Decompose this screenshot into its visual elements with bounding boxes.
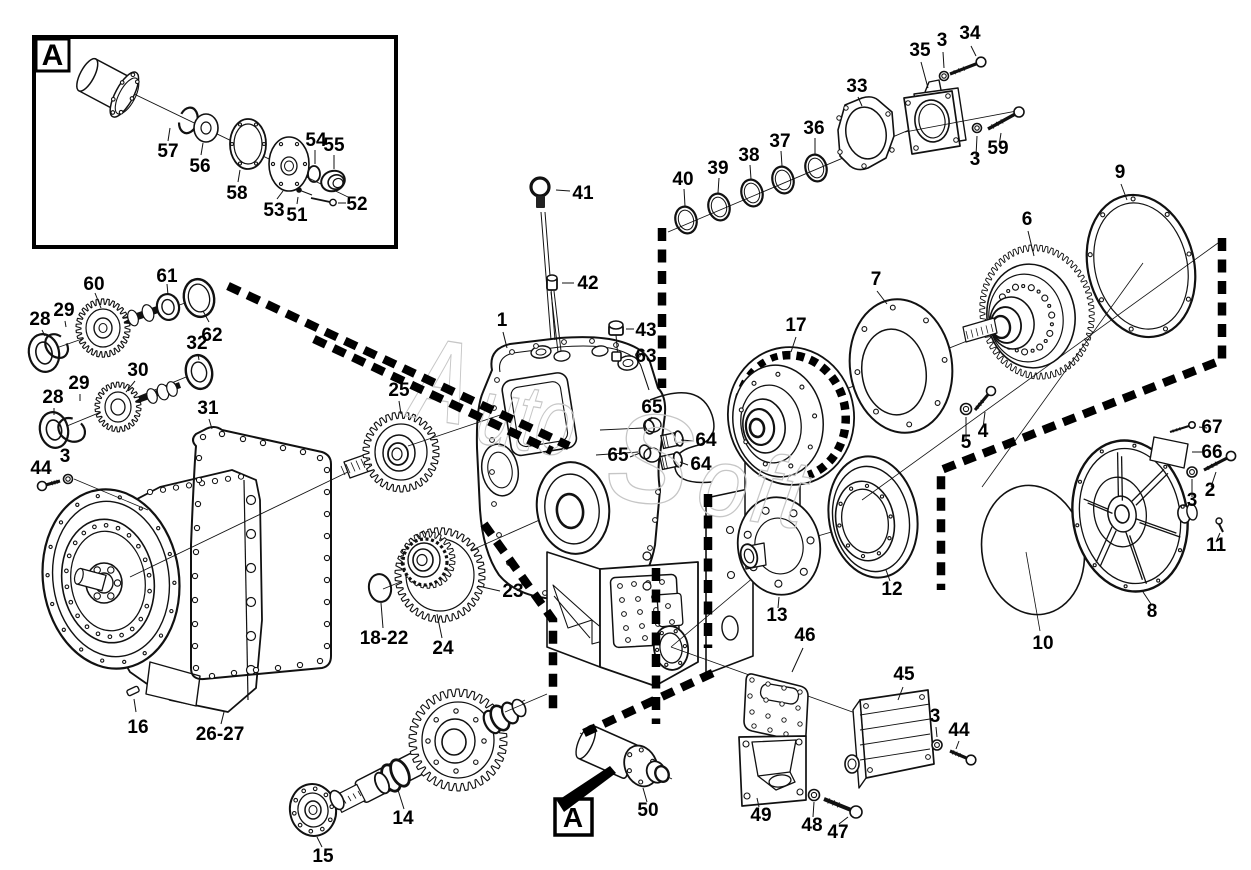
svg-text:37: 37 bbox=[769, 131, 790, 152]
svg-text:15: 15 bbox=[312, 846, 334, 867]
svg-text:18-22: 18-22 bbox=[360, 628, 409, 649]
svg-text:A: A bbox=[563, 802, 583, 833]
svg-text:33: 33 bbox=[846, 76, 867, 97]
svg-text:31: 31 bbox=[197, 398, 219, 419]
svg-text:4: 4 bbox=[978, 421, 989, 442]
svg-text:3: 3 bbox=[970, 149, 981, 170]
svg-text:39: 39 bbox=[707, 158, 728, 179]
svg-text:6: 6 bbox=[1022, 209, 1033, 230]
svg-text:32: 32 bbox=[186, 333, 207, 354]
svg-text:42: 42 bbox=[577, 273, 598, 294]
svg-text:3: 3 bbox=[937, 30, 948, 51]
svg-text:28: 28 bbox=[29, 309, 50, 330]
svg-text:36: 36 bbox=[803, 118, 824, 139]
svg-text:8: 8 bbox=[1147, 601, 1158, 622]
svg-text:50: 50 bbox=[637, 800, 658, 821]
svg-text:11: 11 bbox=[1206, 535, 1227, 556]
svg-text:62: 62 bbox=[201, 325, 222, 346]
svg-text:48: 48 bbox=[801, 815, 822, 836]
svg-text:26-27: 26-27 bbox=[196, 724, 245, 745]
svg-text:43: 43 bbox=[635, 320, 656, 341]
svg-text:41: 41 bbox=[572, 183, 594, 204]
svg-text:25: 25 bbox=[388, 380, 410, 401]
svg-text:54: 54 bbox=[305, 130, 327, 151]
svg-text:65: 65 bbox=[641, 397, 663, 418]
svg-text:58: 58 bbox=[226, 183, 247, 204]
svg-text:5: 5 bbox=[961, 432, 972, 453]
svg-text:49: 49 bbox=[750, 805, 771, 826]
svg-text:44: 44 bbox=[30, 458, 52, 479]
svg-text:66: 66 bbox=[1201, 442, 1222, 463]
svg-text:38: 38 bbox=[738, 145, 759, 166]
svg-text:1: 1 bbox=[497, 310, 508, 331]
svg-text:44: 44 bbox=[948, 720, 970, 741]
svg-text:14: 14 bbox=[392, 808, 414, 829]
svg-text:65: 65 bbox=[607, 445, 629, 466]
svg-text:53: 53 bbox=[263, 200, 284, 221]
svg-text:45: 45 bbox=[893, 664, 915, 685]
svg-text:51: 51 bbox=[286, 205, 308, 226]
svg-text:52: 52 bbox=[346, 194, 367, 215]
svg-text:oft: oft bbox=[691, 425, 818, 550]
svg-text:40: 40 bbox=[672, 169, 693, 190]
svg-text:29: 29 bbox=[53, 300, 74, 321]
svg-text:uto: uto bbox=[471, 357, 584, 478]
svg-text:60: 60 bbox=[83, 274, 104, 295]
svg-text:2: 2 bbox=[1205, 480, 1216, 501]
svg-text:3: 3 bbox=[60, 446, 71, 467]
svg-text:17: 17 bbox=[785, 315, 806, 336]
svg-text:63: 63 bbox=[635, 346, 656, 367]
svg-text:3: 3 bbox=[1187, 490, 1198, 511]
svg-text:23: 23 bbox=[502, 581, 523, 602]
svg-text:61: 61 bbox=[156, 266, 178, 287]
svg-text:57: 57 bbox=[157, 141, 178, 162]
svg-text:A: A bbox=[42, 39, 64, 72]
svg-text:12: 12 bbox=[881, 579, 902, 600]
svg-text:59: 59 bbox=[987, 138, 1008, 159]
svg-text:9: 9 bbox=[1115, 162, 1126, 183]
svg-text:24: 24 bbox=[432, 638, 454, 659]
svg-text:64: 64 bbox=[695, 430, 717, 451]
svg-text:35: 35 bbox=[909, 40, 931, 61]
svg-text:7: 7 bbox=[871, 269, 882, 290]
svg-text:16: 16 bbox=[127, 717, 148, 738]
svg-text:13: 13 bbox=[766, 605, 787, 626]
svg-text:67: 67 bbox=[1201, 417, 1222, 438]
svg-text:29: 29 bbox=[68, 373, 89, 394]
svg-text:56: 56 bbox=[189, 156, 210, 177]
svg-text:55: 55 bbox=[323, 135, 345, 156]
svg-text:30: 30 bbox=[127, 360, 148, 381]
svg-text:3: 3 bbox=[930, 706, 941, 727]
svg-text:47: 47 bbox=[827, 822, 848, 843]
svg-text:28: 28 bbox=[42, 387, 63, 408]
svg-text:34: 34 bbox=[959, 23, 981, 44]
svg-text:64: 64 bbox=[690, 454, 712, 475]
svg-text:46: 46 bbox=[794, 625, 815, 646]
svg-text:10: 10 bbox=[1032, 633, 1053, 654]
